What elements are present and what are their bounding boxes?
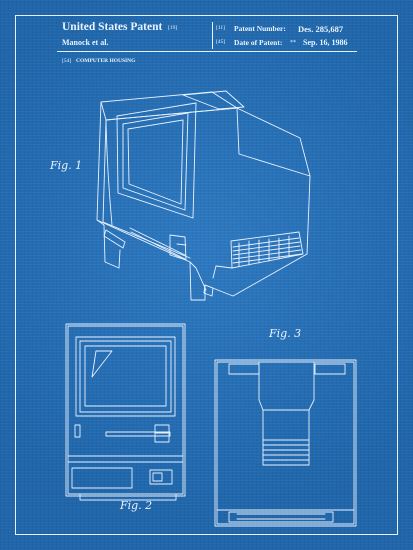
date-label: Date of Patent: (234, 38, 283, 47)
patent-number-label: Patent Number: (234, 24, 286, 33)
patent-title: United States Patent (62, 21, 163, 33)
figure-3-top-drawing (215, 360, 356, 526)
header-divider (212, 22, 213, 49)
date-mark: ** (290, 40, 296, 46)
date-code: [45] (216, 39, 226, 45)
patent-number: Des. 285,687 (298, 24, 344, 34)
patent-number-code: [11] (216, 25, 225, 31)
subject-title: COMPUTER HOUSING (76, 58, 136, 64)
inventor-name: Manock et al. (62, 38, 109, 47)
figure-1-perspective-drawing (97, 91, 310, 300)
page-border (15, 15, 398, 535)
header-rule (57, 51, 357, 52)
fig-2-label: Fig. 2 (120, 499, 153, 512)
fig-3-label: Fig. 3 (269, 327, 302, 340)
subject-code: [54] (62, 58, 72, 64)
title-code: [19] (168, 25, 178, 31)
figure-2-front-drawing (66, 324, 185, 500)
fig-1-label: Fig. 1 (50, 159, 83, 172)
patent-date: Sep. 16, 1986 (303, 38, 348, 47)
